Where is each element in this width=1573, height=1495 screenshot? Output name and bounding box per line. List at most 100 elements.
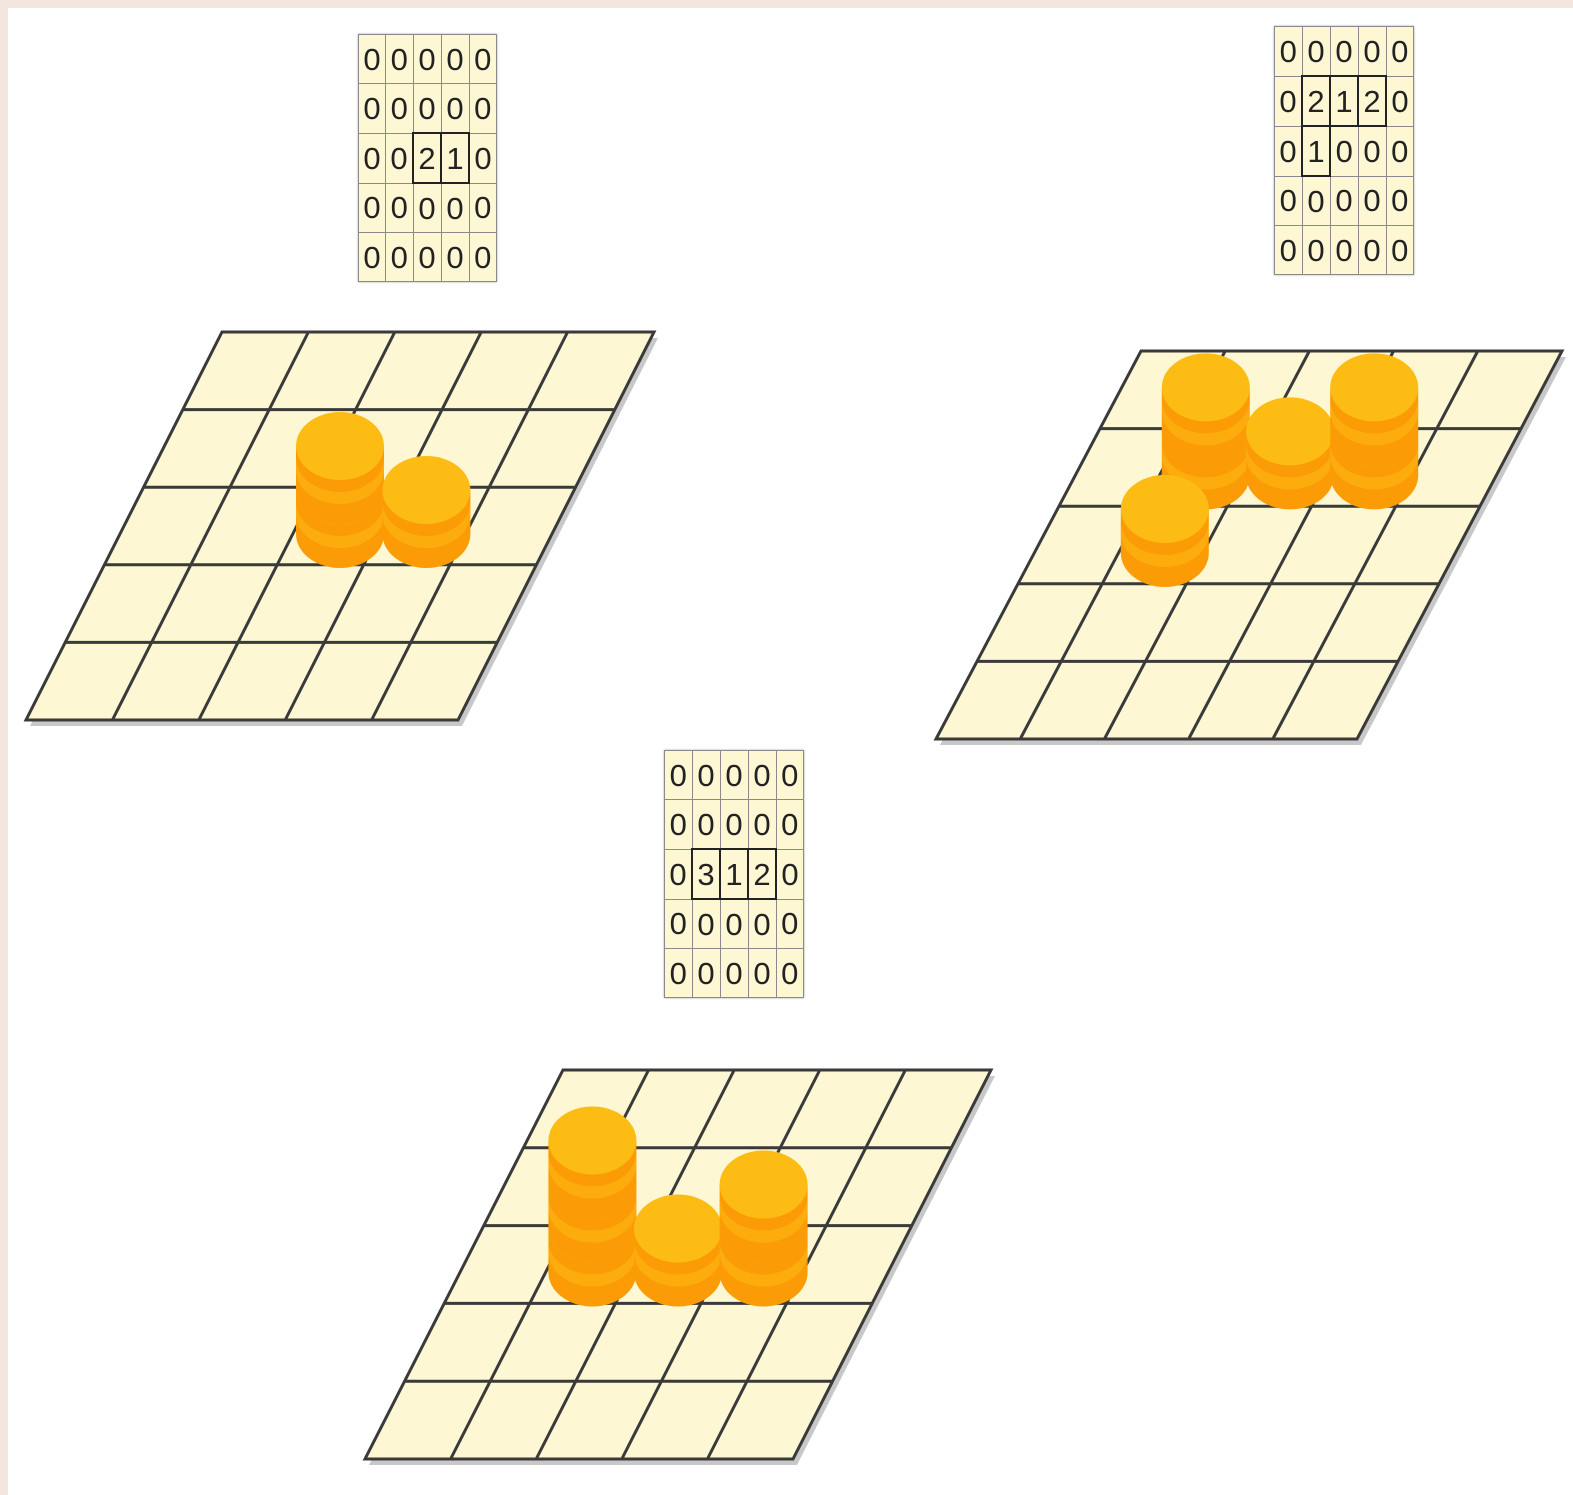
matrix-cell: 0 [1386, 76, 1414, 126]
matrix-cell: 0 [441, 183, 469, 233]
matrix-cell: 0 [1358, 176, 1386, 226]
matrix-cell: 0 [1386, 27, 1414, 77]
coin-top [1162, 353, 1250, 421]
matrix-cell: 0 [413, 84, 441, 134]
matrix-cell: 0 [748, 899, 776, 949]
matrix-cell: 0 [748, 751, 776, 800]
matrix-cell: 0 [1358, 27, 1386, 77]
matrix-cell: 0 [469, 133, 497, 183]
matrix-cell: 0 [776, 751, 804, 800]
matrix-cell: 0 [1302, 176, 1330, 226]
matrix-cell: 0 [665, 949, 693, 998]
matrix-cell: 0 [692, 800, 720, 850]
matrix-cell: 1 [1330, 76, 1358, 126]
matrix-cell: 0 [1275, 226, 1303, 275]
matrix-cell: 0 [665, 800, 693, 850]
matrix-cell: 0 [469, 35, 497, 84]
coin-stack [1121, 475, 1209, 587]
matrix-cell: 0 [1358, 126, 1386, 176]
coin-top [634, 1195, 722, 1263]
matrix-cell: 0 [359, 233, 386, 282]
matrix-cell: 1 [1302, 126, 1330, 176]
matrix-cell: 0 [359, 35, 386, 84]
matrix-cell: 0 [359, 133, 386, 183]
matrix-cell: 2 [413, 133, 441, 183]
count-matrix-top-right: 0000002120010000000000000 [1274, 26, 1414, 275]
matrix-cell: 1 [720, 849, 748, 899]
matrix-cell: 0 [413, 35, 441, 84]
matrix-cell: 0 [469, 233, 497, 282]
matrix-cell: 2 [748, 849, 776, 899]
matrix-cell: 0 [1275, 27, 1303, 77]
matrix-cell: 0 [1330, 176, 1358, 226]
coin-stack [1330, 353, 1418, 509]
matrix-cell: 0 [1386, 176, 1414, 226]
matrix-cell: 0 [386, 35, 414, 84]
coin-top [548, 1107, 636, 1175]
matrix-cell: 0 [1275, 76, 1303, 126]
matrix-cell: 0 [441, 84, 469, 134]
coin-top [1246, 397, 1334, 465]
coin-top [720, 1151, 808, 1219]
matrix-cell: 0 [1275, 176, 1303, 226]
matrix-cell: 0 [386, 133, 414, 183]
coin-stack [634, 1195, 722, 1307]
matrix-cell: 0 [386, 183, 414, 233]
matrix-cell: 0 [692, 899, 720, 949]
coin-top [382, 456, 470, 524]
matrix-cell: 0 [359, 183, 386, 233]
matrix-cell: 0 [1275, 126, 1303, 176]
coin-top [1121, 475, 1209, 543]
matrix-cell: 1 [441, 133, 469, 183]
matrix-cell: 0 [1330, 226, 1358, 275]
count-matrix-bottom: 0000000000031200000000000 [664, 750, 804, 998]
matrix-cell: 0 [1302, 27, 1330, 77]
matrix-cell: 0 [1386, 226, 1414, 275]
grid-board-top-left [26, 332, 658, 726]
coin-stack [548, 1107, 636, 1307]
matrix-cell: 2 [1302, 76, 1330, 126]
matrix-cell: 0 [776, 800, 804, 850]
matrix-cell: 0 [720, 949, 748, 998]
matrix-cell: 2 [1358, 76, 1386, 126]
grid-board-top-right [936, 351, 1566, 745]
matrix-cell: 0 [1330, 27, 1358, 77]
matrix-cell: 0 [386, 233, 414, 282]
matrix-cell: 0 [776, 849, 804, 899]
matrix-cell: 0 [441, 35, 469, 84]
matrix-cell: 0 [1386, 126, 1414, 176]
matrix-cell: 0 [413, 233, 441, 282]
matrix-row: 00000 [1275, 176, 1414, 226]
coin-stack [720, 1151, 808, 1307]
matrix-cell: 0 [469, 183, 497, 233]
matrix-cell: 0 [720, 899, 748, 949]
coin-stack [296, 412, 384, 568]
matrix-cell: 0 [776, 949, 804, 998]
matrix-cell: 0 [748, 800, 776, 850]
matrix-cell: 0 [1330, 126, 1358, 176]
matrix-row: 02120 [1275, 76, 1414, 126]
coin-top [1330, 353, 1418, 421]
matrix-cell: 0 [720, 800, 748, 850]
matrix-cell: 0 [1302, 226, 1330, 275]
matrix-cell: 0 [665, 751, 693, 800]
matrix-row: 00000 [1275, 27, 1414, 77]
matrix-cell: 0 [692, 751, 720, 800]
matrix-cell: 0 [469, 84, 497, 134]
grid-board-bottom [365, 1070, 995, 1465]
coin-stack [382, 456, 470, 568]
matrix-cell: 0 [1358, 226, 1386, 275]
matrix-cell: 0 [720, 751, 748, 800]
matrix-cell: 0 [413, 183, 441, 233]
matrix-cell: 0 [776, 899, 804, 949]
coin-top [296, 412, 384, 480]
